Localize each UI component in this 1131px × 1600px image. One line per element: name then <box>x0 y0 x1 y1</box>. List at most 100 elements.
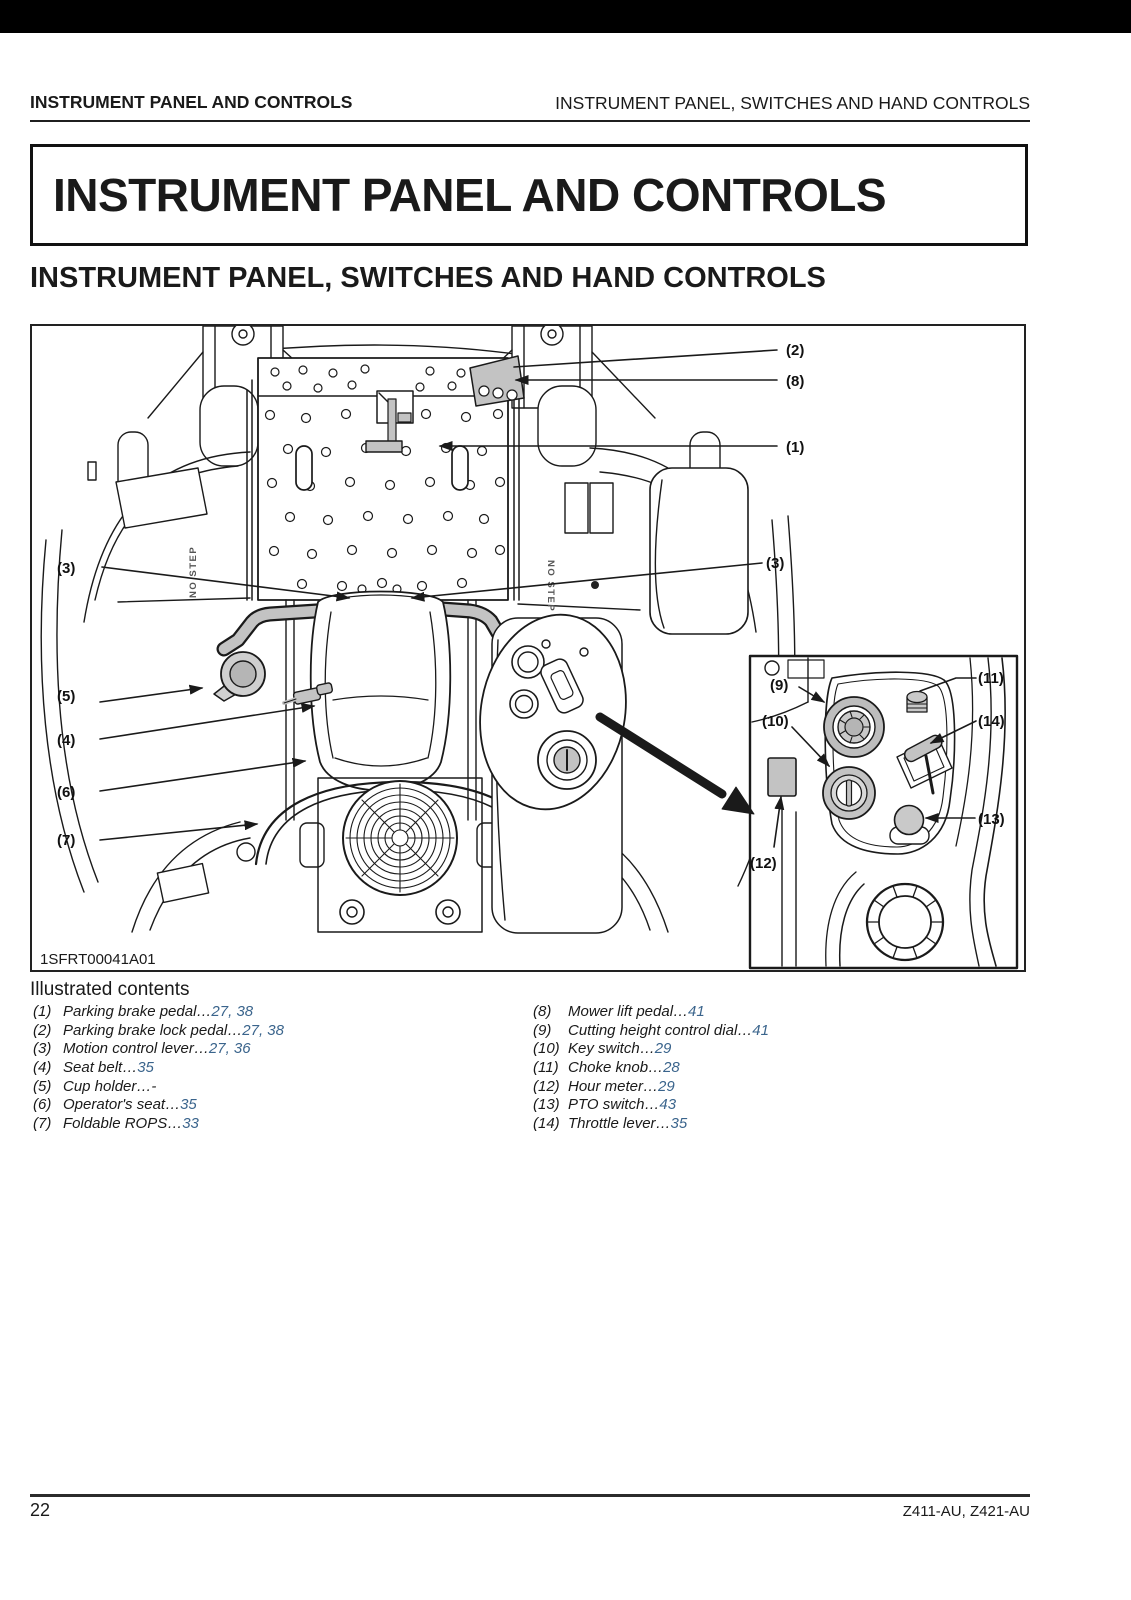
page-ref[interactable]: 27, 38 <box>242 1021 284 1039</box>
callout-label-3-left: (3) <box>57 560 75 577</box>
item-number: (2) <box>33 1021 52 1039</box>
mower-diagram: NO STEP NO STEP <box>40 322 1019 970</box>
item-number: (8) <box>533 1003 552 1020</box>
callout-label-3-right: (3) <box>766 555 784 572</box>
seat-belt-drawing <box>282 682 334 705</box>
cutting-height-dial-drawing <box>823 696 885 758</box>
item-number: (13) <box>533 1096 560 1114</box>
running-header-right: INSTRUMENT PANEL, SWITCHES AND HAND CONT… <box>555 93 1030 113</box>
page-ref[interactable]: 35 <box>180 1096 197 1114</box>
page-ref[interactable]: 29 <box>654 1040 672 1058</box>
motion-control-levers-drawing <box>216 584 513 657</box>
scan-edge-bar <box>0 0 1131 33</box>
page-ref[interactable]: 43 <box>659 1096 677 1114</box>
item-number: (3) <box>33 1040 52 1058</box>
list-item: (7) Foldable ROPS…33 <box>33 1115 284 1134</box>
engine-fan-drawing <box>317 777 483 933</box>
page-number: 22 <box>30 1500 51 1520</box>
no-step-embossed-left: NO STEP <box>188 546 199 598</box>
item-label: Choke knob…28 <box>568 1059 680 1077</box>
inset-pointer-arrow <box>595 712 755 815</box>
callout-label-9: (9) <box>770 677 788 694</box>
item-label: Motion control lever…27, 36 <box>63 1040 251 1058</box>
list-item: (11) Choke knob…28 <box>533 1059 769 1078</box>
item-label: Cup holder…- <box>63 1077 157 1095</box>
page-ref[interactable]: 29 <box>658 1077 675 1095</box>
item-number: (7) <box>33 1115 52 1133</box>
fuel-cap-drawing <box>825 871 945 967</box>
choke-knob-drawing <box>906 690 928 713</box>
item-label: Foldable ROPS…33 <box>63 1115 199 1133</box>
footer-model-codes: Z411-AU, Z421-AU <box>902 1503 1030 1520</box>
item-number: (6) <box>33 1096 52 1114</box>
item-label: Seat belt…35 <box>63 1059 154 1077</box>
left-fender-drawing <box>40 451 256 933</box>
item-number: (14) <box>533 1115 560 1133</box>
figure-box: NO STEP NO STEP <box>30 322 1026 972</box>
item-label: Key switch…29 <box>568 1040 672 1058</box>
item-label: Mower lift pedal…41 <box>568 1003 705 1020</box>
callout-label-11: (11) <box>978 670 1004 687</box>
contents-list-right: (8) Mower lift pedal…41 (9) Cutting height… <box>533 1003 769 1134</box>
header-rule <box>30 120 1030 122</box>
item-number: (11) <box>533 1059 559 1077</box>
page-ref[interactable]: 27, 38 <box>211 1003 254 1020</box>
list-item: (14) Throttle lever…35 <box>533 1115 769 1134</box>
list-item: (4) Seat belt…35 <box>33 1059 284 1078</box>
page-ref[interactable]: 41 <box>752 1021 769 1039</box>
item-label: Parking brake lock pedal…27, 38 <box>63 1021 284 1039</box>
key-switch-drawing <box>822 766 876 820</box>
footer-rule <box>30 1494 1030 1497</box>
contents-list-left: (1) Parking brake pedal…27, 38 (2) Parking… <box>33 1003 284 1134</box>
callout-label-7: (7) <box>57 832 75 849</box>
page-ref[interactable]: 33 <box>182 1115 199 1133</box>
callout-label-14: (14) <box>978 713 1005 730</box>
page-ref[interactable]: 41 <box>688 1003 705 1020</box>
page-ref[interactable]: 35 <box>670 1115 688 1133</box>
list-item: (9) Cutting height control dial…41 <box>533 1022 769 1041</box>
section-heading: INSTRUMENT PANEL, SWITCHES AND HAND CONT… <box>30 262 826 294</box>
list-item: (1) Parking brake pedal…27, 38 <box>33 1003 284 1022</box>
callout-label-1: (1) <box>786 439 804 456</box>
parking-brake-pedal-drawing <box>365 390 414 453</box>
page-ref[interactable]: 35 <box>137 1059 154 1077</box>
item-number: (9) <box>533 1021 552 1039</box>
page-ref[interactable]: 27, 36 <box>208 1040 251 1058</box>
callout-label-8: (8) <box>786 373 804 390</box>
chapter-title: INSTRUMENT PANEL AND CONTROLS <box>53 169 887 221</box>
list-item: (12)Hour meter…29 <box>533 1078 769 1097</box>
list-item: (3) Motion control lever…27, 36 <box>33 1040 284 1059</box>
list-item: (5)Cup holder…- <box>33 1078 284 1097</box>
item-label: Parking brake pedal…27, 38 <box>63 1003 254 1020</box>
callout-label-13: (13) <box>978 811 1005 828</box>
item-number: (4) <box>33 1059 52 1077</box>
callout-label-2: (2) <box>786 342 804 359</box>
item-label: Operator's seat…35 <box>63 1096 197 1114</box>
list-item: (13) PTO switch…43 <box>533 1096 769 1115</box>
page-ref[interactable]: 28 <box>663 1059 680 1077</box>
list-item: (10) Key switch…29 <box>533 1040 769 1059</box>
callout-label-12: (12) <box>750 855 777 872</box>
control-console-drawing <box>479 613 627 934</box>
right-fender-drawing <box>559 447 796 933</box>
list-item: (8) Mower lift pedal…41 <box>533 1003 769 1022</box>
list-item: (2) Parking brake lock pedal…27, 38 <box>33 1022 284 1041</box>
list-item: (6) Operator's seat…35 <box>33 1096 284 1115</box>
no-step-embossed-right: NO STEP <box>545 560 556 612</box>
item-label: Throttle lever…35 <box>568 1115 688 1133</box>
cup-holder-drawing <box>213 651 266 702</box>
illustrated-contents-heading: Illustrated contents <box>30 979 190 1000</box>
callout-label-10: (10) <box>762 713 789 730</box>
callout-labels: (2) (8) (1) (3) (3) (5) (4) (6) (7) (9) … <box>57 342 1005 872</box>
chapter-title-box: INSTRUMENT PANEL AND CONTROLS <box>30 144 1028 246</box>
parking-brake-lock-pedal-drawing <box>469 355 525 407</box>
item-label: Hour meter…29 <box>568 1077 675 1095</box>
figure-code: 1SFRT00041A01 <box>40 951 162 968</box>
item-label: PTO switch…43 <box>568 1096 677 1114</box>
item-number: (10) <box>533 1040 560 1058</box>
callout-label-6: (6) <box>57 784 75 801</box>
item-number: (1) <box>33 1003 52 1020</box>
pto-switch-drawing <box>889 804 930 845</box>
item-label: Cutting height control dial…41 <box>568 1021 769 1039</box>
running-header-left: INSTRUMENT PANEL AND CONTROLS <box>30 92 353 112</box>
